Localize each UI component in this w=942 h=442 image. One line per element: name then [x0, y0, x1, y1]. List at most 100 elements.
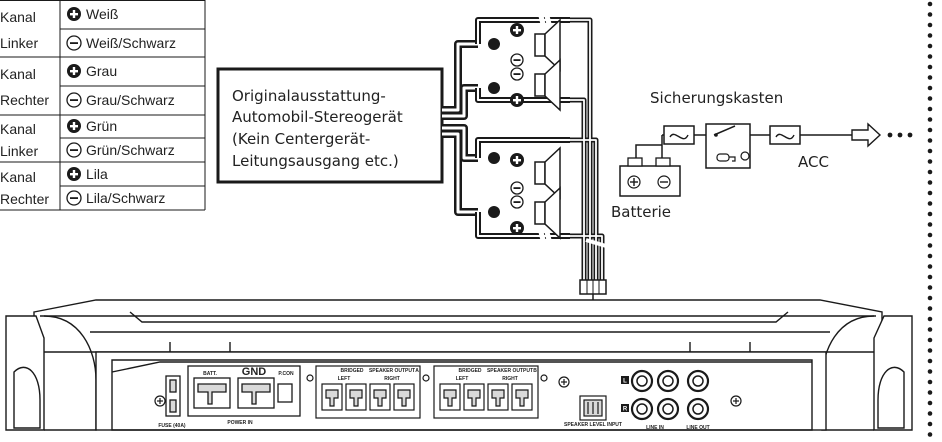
- separator-dot: [927, 243, 933, 248]
- separator-dot: [927, 75, 933, 80]
- plus-icon: [510, 221, 524, 235]
- bridged-label: BRIDGED: [458, 368, 481, 374]
- speaker-output-a-label: SPEAKER OUTPUT: [369, 368, 415, 374]
- plus-color-label: Lila: [86, 166, 108, 182]
- rca-jack: [630, 369, 654, 393]
- line-out-label: LINE OUT: [686, 425, 709, 431]
- separator-dot: [927, 211, 933, 217]
- screw-icon: [154, 395, 166, 407]
- fuse-rating-label: FUSE (40A): [158, 423, 186, 429]
- power-terminal-block: [187, 365, 301, 417]
- left-label: LEFT: [456, 376, 469, 382]
- speaker-output-block-b: [433, 365, 548, 419]
- screw-icon: [558, 376, 570, 388]
- separator-dot: [927, 421, 933, 427]
- separator-dot: [927, 274, 933, 280]
- minus-icon: [510, 53, 524, 67]
- plus-color-label: Grau: [86, 63, 117, 79]
- bridged-label: BRIDGED: [340, 368, 363, 374]
- left-label: LEFT: [338, 376, 351, 382]
- head-unit-box: Originalausstattung- Automobil-Stereoger…: [216, 67, 444, 184]
- arrow-right-icon: [851, 122, 882, 148]
- separator-dot: [927, 159, 933, 164]
- minus-icon: [510, 195, 524, 209]
- speaker-level-input-port: [579, 395, 607, 421]
- head-unit-line: Originalausstattung-: [232, 87, 386, 105]
- separator-dot: [927, 33, 933, 38]
- separator-dot: [927, 1, 933, 7]
- battery-icon: [619, 157, 681, 197]
- plus-color-label: Grün: [86, 118, 117, 134]
- separator-dot: [927, 379, 933, 385]
- separator-dot: [927, 96, 933, 101]
- plus-icon: [510, 23, 524, 37]
- separator-dot: [927, 201, 933, 206]
- table-channel: Kanal: [0, 121, 36, 137]
- speaker-output-block-a: [306, 365, 430, 419]
- screw-icon: [730, 395, 742, 407]
- rca-jack: [686, 397, 710, 421]
- head-unit-line: (Kein Centergerät-: [232, 130, 370, 148]
- plus-color-label: Weiß: [86, 6, 118, 22]
- r-channel-label: R: [623, 407, 628, 413]
- minus-icon: [510, 181, 524, 195]
- separator-dot: [927, 337, 933, 343]
- separator-dot: [927, 264, 933, 269]
- table-channel: Kanal: [0, 9, 36, 25]
- table-side: Linker: [0, 35, 38, 51]
- separator-dot: [927, 316, 933, 322]
- rca-jack: [656, 397, 680, 421]
- separator-dot: [927, 253, 933, 259]
- separator-dot: [927, 432, 933, 437]
- separator-dot: [927, 180, 933, 185]
- separator-dot: [927, 148, 933, 154]
- rca-jack: [656, 369, 680, 393]
- minus-icon: [510, 67, 524, 81]
- fuse-icon: [663, 125, 695, 145]
- plus-icon: [510, 93, 524, 107]
- amp-fuse-holder: [165, 375, 181, 417]
- speaker-harness: [442, 11, 607, 280]
- speaker-icon: [534, 186, 561, 240]
- continuation-dots: [887, 132, 913, 138]
- separator-dot: [927, 327, 933, 332]
- separator-dot: [927, 400, 933, 406]
- acc-label: ACC: [798, 153, 829, 171]
- l-channel-label: L: [623, 379, 627, 385]
- pcon-terminal-label: P.CON: [278, 371, 294, 377]
- table-row: Kanal Linker Grün Grün/Schwarz: [0, 118, 175, 159]
- table-row: Kanal Rechter Grau Grau/Schwarz: [0, 63, 175, 108]
- head-unit-line: Leitungsausgang etc.): [232, 152, 399, 170]
- separator-dot: [927, 295, 933, 301]
- channel-a-label: A: [415, 368, 419, 374]
- separator-dot: [927, 411, 933, 416]
- ignition-switch-icon: [705, 123, 751, 169]
- battery-label: Batterie: [611, 203, 671, 221]
- plus-icon: [67, 7, 81, 21]
- table-row: Kanal Linker Weiß Weiß/Schwarz: [0, 6, 176, 51]
- separator-dot: [927, 64, 933, 70]
- table-side: Linker: [0, 143, 38, 159]
- rca-jack: [686, 369, 710, 393]
- separator-dot: [927, 169, 933, 175]
- separator-dot: [927, 127, 933, 133]
- channel-marker: [621, 376, 629, 412]
- head-unit-line: Automobil-Stereogerät: [232, 108, 403, 126]
- junction-dots: [488, 38, 500, 218]
- separator-dot: [927, 232, 933, 238]
- minus-color-label: Grün/Schwarz: [86, 142, 175, 158]
- gnd-terminal-label: GND: [242, 366, 267, 378]
- table-side: Rechter: [0, 92, 49, 108]
- fuse-box-label: Sicherungskasten: [650, 89, 783, 107]
- rca-jacks: [630, 369, 710, 421]
- separator-dot: [927, 285, 933, 290]
- minus-color-label: Grau/Schwarz: [86, 92, 175, 108]
- separator-dot: [927, 369, 933, 374]
- separator-dot: [927, 348, 933, 353]
- dotted-separator: [927, 1, 933, 437]
- minus-color-label: Weiß/Schwarz: [86, 35, 176, 51]
- batt-terminal-label: BATT.: [203, 371, 217, 377]
- separator-dot: [927, 390, 933, 395]
